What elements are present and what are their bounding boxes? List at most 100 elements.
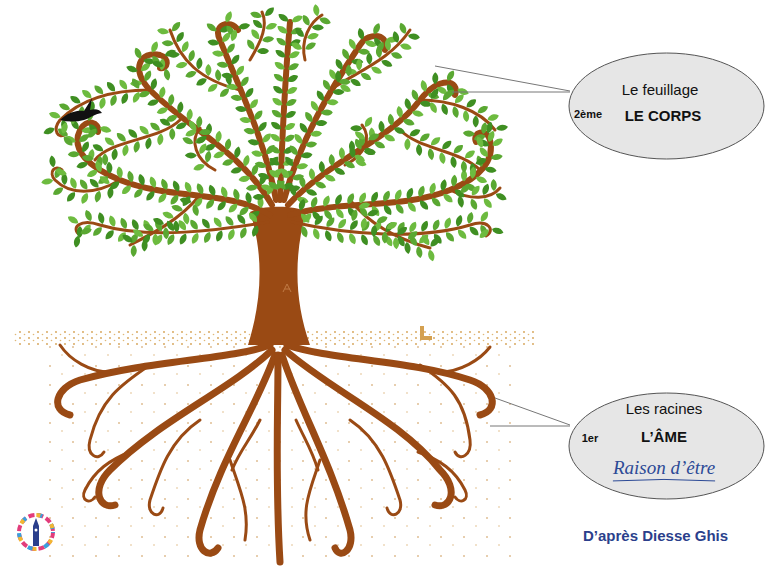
- leaf: [142, 222, 155, 233]
- leaf: [187, 49, 196, 62]
- leaf: [463, 148, 476, 160]
- leaf: [49, 155, 57, 168]
- leaf: [80, 88, 93, 100]
- leaf: [109, 94, 119, 107]
- leaf: [297, 198, 306, 211]
- leaf: [195, 134, 208, 146]
- leaf: [253, 194, 265, 201]
- leaf: [233, 146, 242, 159]
- part-title: LE CORPS: [625, 107, 702, 124]
- leaf: [406, 201, 418, 214]
- leaf: [430, 196, 443, 209]
- leaf: [144, 137, 152, 150]
- leaf: [339, 147, 346, 159]
- leaf: [393, 237, 400, 249]
- leaf: [486, 113, 499, 123]
- leaf: [268, 155, 281, 168]
- leaf: [126, 170, 135, 183]
- leaf: [243, 127, 256, 135]
- leaf: [393, 125, 406, 135]
- leaf: [205, 64, 211, 76]
- leaf: [408, 33, 421, 40]
- leaf: [460, 161, 467, 173]
- leaf: [119, 217, 129, 230]
- leaf: [474, 156, 487, 166]
- leaf: [86, 127, 99, 140]
- leaf: [463, 130, 476, 137]
- leaf: [244, 191, 252, 204]
- leaf: [271, 84, 284, 96]
- leaf: [333, 193, 343, 206]
- leaf: [130, 218, 141, 231]
- leaf: [58, 102, 71, 112]
- leaf: [120, 183, 133, 196]
- leaf: [272, 72, 285, 84]
- leaf: [138, 124, 151, 136]
- leaf: [120, 92, 130, 105]
- leaf: [466, 211, 475, 224]
- leaf: [215, 130, 223, 143]
- leaf: [405, 187, 415, 200]
- leaf: [359, 233, 370, 246]
- leaf: [347, 232, 357, 245]
- leaf: [111, 148, 119, 161]
- leaf: [149, 78, 158, 91]
- leaf: [482, 197, 494, 210]
- leaf: [387, 113, 395, 126]
- leaf: [250, 224, 260, 237]
- leaf: [99, 125, 112, 134]
- leaf: [179, 196, 192, 205]
- leaf: [148, 121, 161, 133]
- leaf: [175, 121, 188, 131]
- leaf: [349, 146, 357, 159]
- leaf: [242, 154, 251, 167]
- leaf: [350, 209, 359, 222]
- leaf: [323, 229, 333, 242]
- leaf: [216, 61, 229, 68]
- leaf: [398, 22, 408, 35]
- leaf: [444, 230, 456, 243]
- leaf: [81, 154, 94, 162]
- leaf: [418, 131, 431, 143]
- leaf: [427, 148, 435, 161]
- leaf: [103, 228, 115, 241]
- leaf: [417, 233, 430, 245]
- leaf: [431, 218, 441, 231]
- leaf: [358, 201, 371, 210]
- leaf: [227, 202, 240, 215]
- leaf: [475, 135, 485, 148]
- leaf: [257, 48, 269, 54]
- leaf: [279, 166, 291, 179]
- leaf: [249, 10, 262, 19]
- leaf: [286, 73, 299, 84]
- leaf: [252, 109, 264, 122]
- leaf: [131, 91, 142, 104]
- leaf: [107, 186, 114, 199]
- leaf: [311, 227, 321, 240]
- leaf: [354, 158, 367, 168]
- leaf: [459, 182, 472, 194]
- leaf: [411, 109, 424, 118]
- leaf: [163, 68, 171, 81]
- leaf: [230, 94, 243, 102]
- leaf: [190, 232, 201, 245]
- leaf: [103, 135, 116, 147]
- leaf: [359, 71, 372, 82]
- leaf: [249, 28, 261, 41]
- leaf: [335, 231, 345, 244]
- leaf: [385, 220, 398, 231]
- purpose-text: Raison d’être: [613, 457, 715, 479]
- leaf: [465, 97, 478, 109]
- leaf: [260, 131, 272, 144]
- leaf: [283, 133, 296, 144]
- leaf: [367, 132, 380, 142]
- leaf: [207, 184, 217, 197]
- ellipse-outline: [568, 52, 765, 160]
- leaf: [177, 101, 185, 114]
- leaf: [349, 77, 362, 88]
- leaf: [202, 231, 212, 244]
- leaf: [149, 40, 159, 53]
- leaf: [207, 39, 220, 47]
- leaf: [204, 150, 212, 163]
- leaf: [78, 178, 90, 191]
